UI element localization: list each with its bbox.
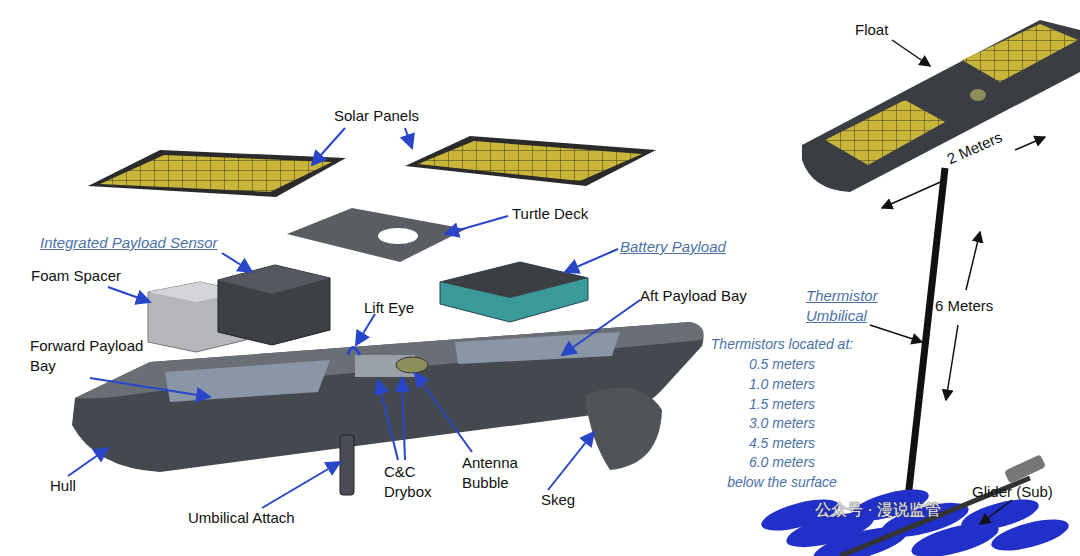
thermistor-depth: 1.0 meters	[702, 374, 862, 394]
part-label: Skeg	[541, 490, 575, 510]
part-label: Glider (Sub)	[972, 482, 1053, 502]
part-label: Turtle Deck	[512, 204, 588, 224]
thermistor-depth: 6.0 meters	[702, 452, 862, 472]
part-label: Umbilical Attach	[188, 508, 295, 528]
part-label: Forward Payload Bay	[30, 336, 160, 376]
payload-label: Battery Payload	[620, 237, 726, 257]
thermistor-note: Thermistors located at:	[702, 334, 862, 354]
thermistor-depth: 0.5 meters	[702, 354, 862, 374]
part-label: Float	[855, 20, 888, 40]
part-label: Antenna Bubble	[462, 453, 532, 493]
part-label: C&C Drybox	[384, 462, 440, 502]
part-label: Hull	[50, 476, 76, 496]
umbilical-label: Thermistor Umbilical	[806, 286, 892, 326]
part-label: Lift Eye	[364, 298, 414, 318]
part-label: Aft Payload Bay	[640, 286, 747, 306]
thermistor-depth: 1.5 meters	[702, 394, 862, 414]
thermistor-depth: 3.0 meters	[702, 413, 862, 433]
dimension-label: 6 Meters	[935, 296, 993, 316]
payload-label: Integrated Payload Sensor	[40, 233, 218, 253]
part-label: Foam Spacer	[31, 266, 121, 286]
thermistor-note: below the surface	[702, 472, 862, 492]
thermistor-depth: 4.5 meters	[702, 433, 862, 453]
part-label: Solar Panels	[334, 106, 419, 126]
watermark: 公众号 · 漫说监管	[815, 500, 941, 520]
